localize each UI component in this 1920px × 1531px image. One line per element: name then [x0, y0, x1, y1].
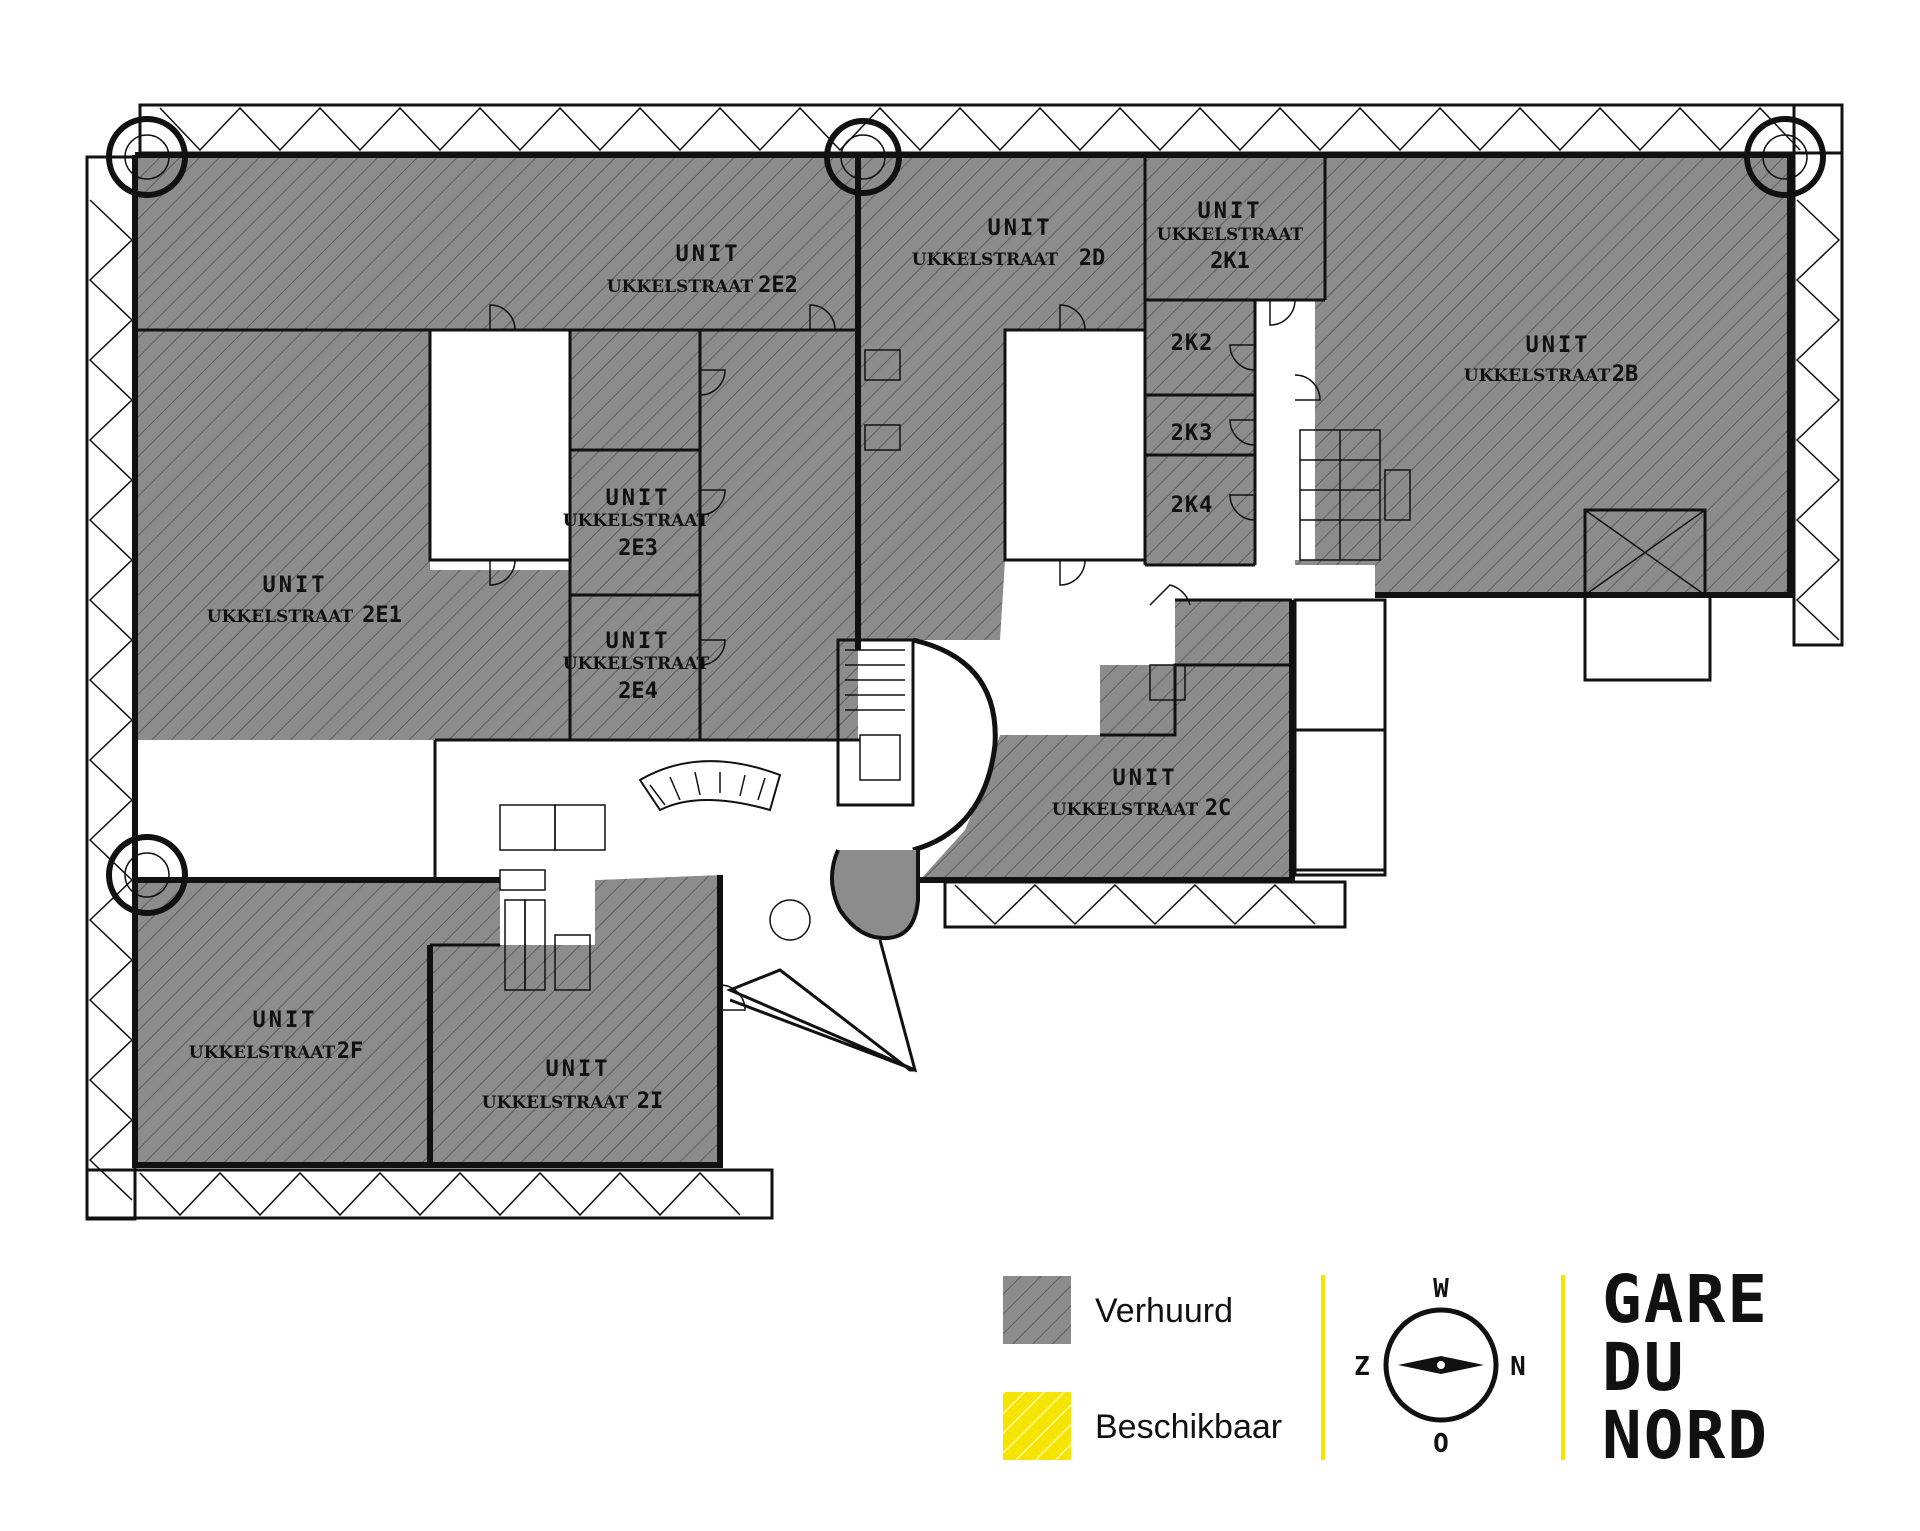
- logo-line-3: NORD: [1602, 1397, 1769, 1474]
- unit-code: 2E4: [618, 679, 658, 704]
- sanitary-blocks: [499, 349, 1411, 991]
- unit-code: 2E2: [758, 273, 798, 298]
- room-label-2K3: 2K3: [1171, 421, 1214, 446]
- door-swings: [489, 299, 1321, 1011]
- stair-core: [638, 637, 998, 1073]
- unit-code: 2I: [637, 1089, 664, 1114]
- legend-swatch-available: [1003, 1392, 1071, 1460]
- unit-title: UNIT: [676, 242, 741, 267]
- walls: [132, 152, 1793, 1168]
- rented-areas: [135, 155, 1790, 1165]
- unit-label-2I: UNIT UKKELSTRAAT 2I: [482, 1057, 663, 1114]
- unit-code: 2K1: [1210, 249, 1250, 274]
- room-label-2K4: 2K4: [1171, 493, 1214, 518]
- logo-line-1: GARE: [1602, 1261, 1769, 1338]
- logo-line-2: DU: [1602, 1329, 1685, 1406]
- unit-title: UNIT: [606, 486, 671, 511]
- unit-label-2B: UNIT UKKELSTRAAT 2B: [1464, 333, 1638, 387]
- unit-label-2D: UNIT UKKELSTRAAT 2D: [912, 216, 1105, 271]
- compass-icon: W Z N O: [1354, 1274, 1526, 1459]
- unit-code: 2B: [1612, 362, 1639, 387]
- gare-du-nord-logo: GARE DU NORD: [1602, 1261, 1769, 1474]
- unit-label-2K1: UNIT UKKELSTRAAT 2K1: [1157, 199, 1304, 274]
- legend-label-available: Beschikbaar: [1095, 1408, 1282, 1446]
- unit-title: UNIT: [606, 629, 671, 654]
- unit-code: 2E1: [362, 603, 402, 628]
- unit-code: 2E3: [618, 536, 658, 561]
- unit-street: UKKELSTRAAT: [1052, 800, 1199, 820]
- unit-street: UKKELSTRAAT: [189, 1043, 336, 1063]
- unit-code: 2F: [337, 1039, 364, 1064]
- unit-street: UKKELSTRAAT: [1464, 366, 1611, 386]
- room-label-2K2: 2K2: [1171, 331, 1214, 356]
- unit-title: UNIT: [988, 216, 1053, 241]
- legend: Verhuurd Beschikbaar: [1003, 1276, 1282, 1460]
- unit-title: UNIT: [1198, 199, 1263, 224]
- unit-title: UNIT: [1113, 766, 1178, 791]
- unit-street: UKKELSTRAAT: [563, 654, 710, 674]
- unit-code: 2D: [1079, 246, 1106, 271]
- legend-label-rented: Verhuurd: [1095, 1292, 1233, 1330]
- compass-left-letter: Z: [1354, 1352, 1370, 1382]
- unit-label-2C: UNIT UKKELSTRAAT 2C: [1052, 766, 1231, 821]
- compass-top-letter: W: [1433, 1274, 1449, 1304]
- corner-columns: [106, 116, 1826, 941]
- unit-code: 2C: [1205, 796, 1232, 821]
- compass-bottom-letter: O: [1433, 1429, 1449, 1459]
- unit-street: UKKELSTRAAT: [563, 511, 710, 531]
- unit-title: UNIT: [253, 1008, 318, 1033]
- compass-right-letter: N: [1510, 1352, 1526, 1382]
- unit-label-2E2: UNIT UKKELSTRAAT 2E2: [607, 242, 798, 298]
- unit-street: UKKELSTRAAT: [1157, 225, 1304, 245]
- unit-label-2E4: UNIT UKKELSTRAAT 2E4: [563, 629, 710, 704]
- legend-swatch-rented: [1003, 1276, 1071, 1344]
- unit-street: UKKELSTRAAT: [607, 277, 754, 297]
- unit-street: UKKELSTRAAT: [207, 607, 354, 627]
- unit-title: UNIT: [263, 573, 328, 598]
- unit-label-2E1: UNIT UKKELSTRAAT 2E1: [207, 573, 402, 628]
- unit-street: UKKELSTRAAT: [912, 250, 1059, 270]
- unit-title: UNIT: [1526, 333, 1591, 358]
- unit-label-2E3: UNIT UKKELSTRAAT 2E3: [563, 486, 710, 561]
- unit-street: UKKELSTRAAT: [482, 1093, 629, 1113]
- unit-label-2F: UNIT UKKELSTRAAT 2F: [189, 1008, 363, 1064]
- unit-title: UNIT: [546, 1057, 611, 1082]
